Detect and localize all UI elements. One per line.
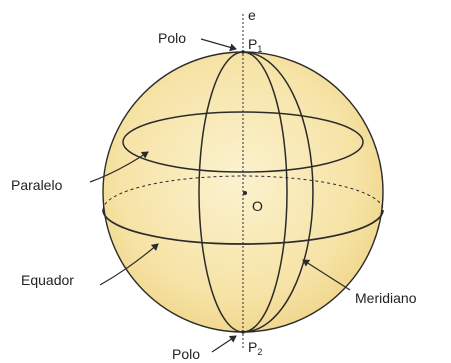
parallel-label: Paralelo (11, 177, 63, 193)
arrow-pole-bottom (212, 336, 236, 352)
center-point (243, 191, 247, 195)
p1-letter: P (248, 36, 257, 52)
arrow-pole-top (201, 39, 236, 49)
p2-label: P2 (248, 339, 262, 357)
center-label: O (252, 198, 263, 214)
p2-subscript: 2 (257, 347, 262, 357)
pole-top-point (241, 50, 245, 54)
pole-bottom-label: Polo (172, 346, 200, 362)
p1-label: P1 (248, 36, 262, 54)
axis-label: e (248, 7, 256, 23)
equator-label: Equador (21, 272, 74, 288)
p1-subscript: 1 (257, 44, 262, 54)
meridian-label: Meridiano (355, 290, 417, 306)
pole-bottom-point (241, 330, 245, 334)
p2-letter: P (248, 339, 257, 355)
pole-top-label: Polo (158, 30, 186, 46)
